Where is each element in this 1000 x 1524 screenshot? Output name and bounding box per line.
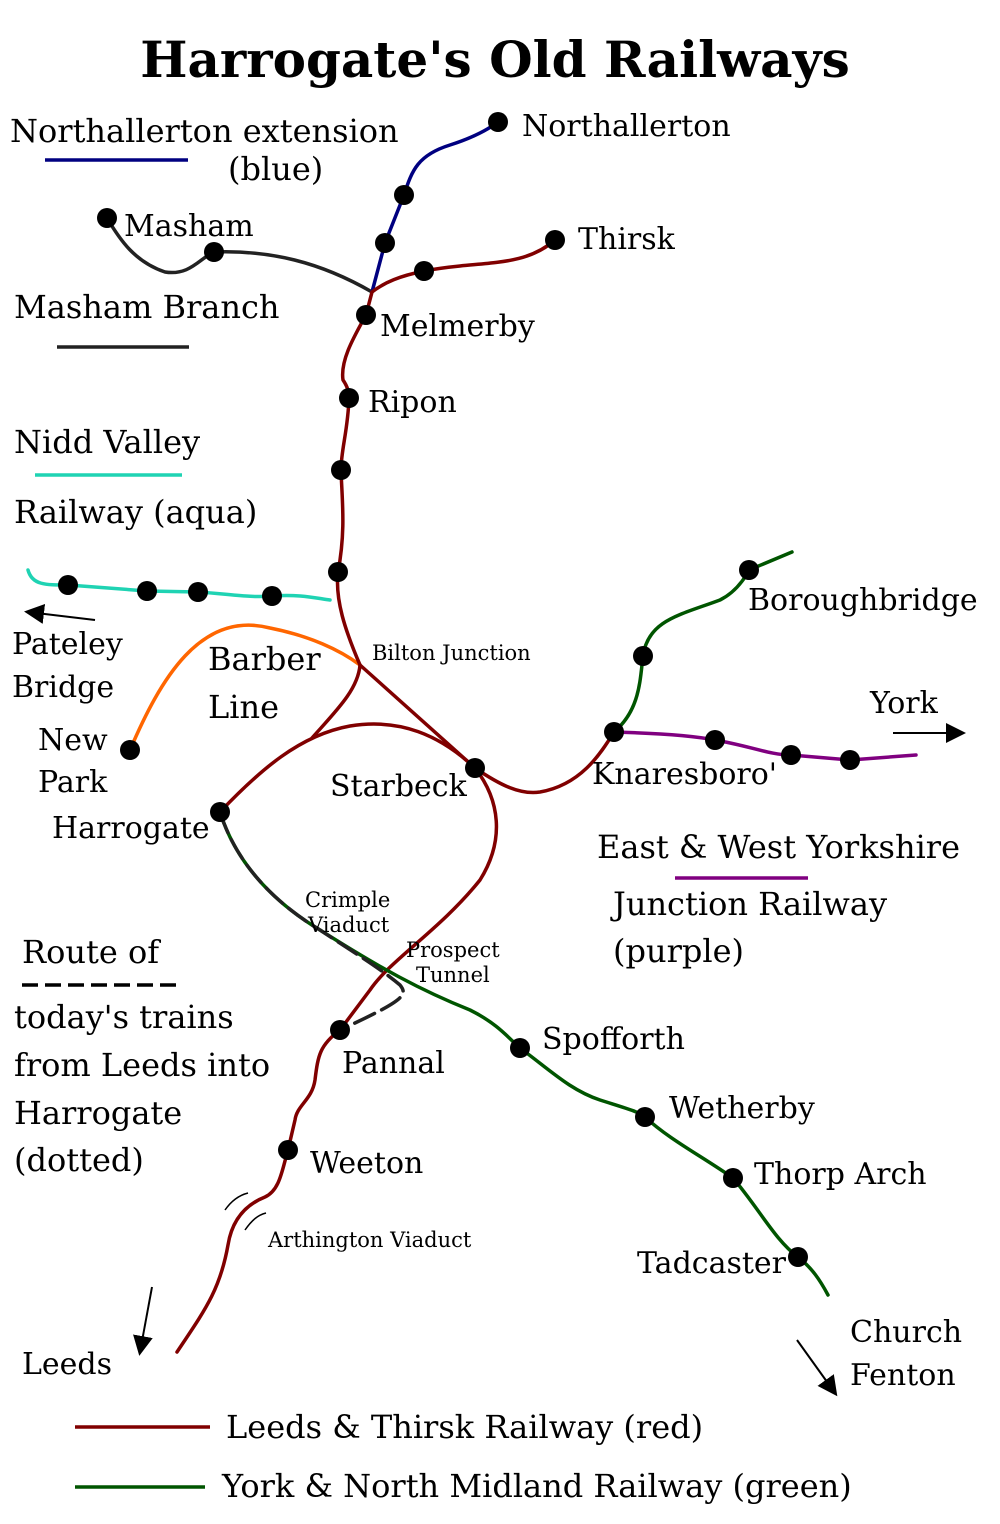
leeds-thirsk-main-line [175, 238, 557, 1354]
station-masham[interactable] [97, 208, 117, 228]
label-northallerton: Northallerton [522, 109, 731, 144]
label-church-fenton-1: Church [850, 1315, 962, 1350]
label-knaresboro: Knaresboro' [592, 757, 777, 792]
station-dot[interactable] [414, 261, 434, 281]
label-prospect-2: Tunnel [416, 963, 490, 987]
station-ripon[interactable] [339, 388, 359, 408]
barber-line [128, 623, 362, 752]
label-thorp-arch: Thorp Arch [754, 1157, 927, 1192]
label-thirsk: Thirsk [578, 222, 676, 257]
label-new-park-1: New [38, 723, 108, 758]
station-thorp-arch[interactable] [723, 1168, 743, 1188]
station-dot[interactable] [262, 586, 282, 606]
legend-route-3: from Leeds into [14, 1046, 270, 1084]
legend-nidd-2: Railway (aqua) [14, 493, 257, 531]
leeds-arrow-icon [133, 1286, 153, 1356]
station-wetherby[interactable] [635, 1107, 655, 1127]
masham-branch-line [105, 216, 374, 294]
label-tadcaster: Tadcaster [637, 1246, 787, 1281]
arthington-viaduct-marks [224, 1192, 267, 1231]
label-melmerby: Melmerby [380, 309, 535, 344]
label-weeton: Weeton [310, 1146, 423, 1181]
station-dot[interactable] [633, 646, 653, 666]
station-new-park[interactable] [120, 740, 140, 760]
station-boroughbridge[interactable] [739, 560, 759, 580]
legend-ewy-3: (purple) [613, 932, 744, 970]
label-crimple-1: Crimple [305, 888, 390, 912]
label-boroughbridge: Boroughbridge [748, 583, 978, 618]
station-dot[interactable] [840, 750, 860, 770]
station-dot[interactable] [137, 581, 157, 601]
stations [58, 112, 860, 1267]
harrogate-bilton-curve [310, 663, 362, 740]
legend-ewy-1: East & West Yorkshire [597, 828, 960, 866]
legend-masham: Masham Branch [14, 288, 280, 326]
station-dot[interactable] [394, 185, 414, 205]
east-west-yorkshire-line [612, 730, 918, 762]
label-wetherby: Wetherby [669, 1091, 815, 1126]
label-pateley-2: Bridge [12, 670, 114, 705]
label-new-park-2: Park [38, 765, 108, 800]
legend-northallerton-color: (blue) [228, 150, 323, 188]
legend-leeds-thirsk: Leeds & Thirsk Railway (red) [226, 1408, 703, 1446]
label-pannal: Pannal [342, 1046, 445, 1081]
station-dot[interactable] [375, 233, 395, 253]
harrogate-loop-line [218, 722, 616, 814]
legend-route-5: (dotted) [14, 1141, 144, 1179]
label-crimple-2: Viaduct [307, 913, 390, 937]
station-starbeck[interactable] [465, 758, 485, 778]
station-thirsk[interactable] [545, 230, 565, 250]
station-dot[interactable] [328, 562, 348, 582]
label-barber-1: Barber [208, 640, 321, 678]
legend-northallerton: Northallerton extension [10, 112, 399, 150]
station-dot[interactable] [204, 242, 224, 262]
label-church-fenton-2: Fenton [850, 1358, 956, 1393]
station-melmerby[interactable] [356, 305, 376, 325]
station-tadcaster[interactable] [788, 1247, 808, 1267]
label-prospect-1: Prospect [406, 938, 500, 962]
station-northallerton[interactable] [488, 112, 508, 132]
legend-york-north-midland: York & North Midland Railway (green) [221, 1467, 852, 1505]
church-fenton-arrow-icon [796, 1339, 838, 1397]
legend-route-4: Harrogate [14, 1094, 182, 1132]
label-arthington-viaduct: Arthington Viaduct [267, 1228, 472, 1252]
label-spofforth: Spofforth [542, 1022, 685, 1057]
todays-route-dashed [218, 810, 405, 1032]
station-harrogate[interactable] [210, 802, 230, 822]
label-pateley-1: Pateley [12, 627, 123, 662]
label-harrogate: Harrogate [52, 811, 210, 846]
station-dot[interactable] [781, 745, 801, 765]
nidd-valley-line [26, 568, 332, 602]
label-bilton-junction: Bilton Junction [372, 641, 531, 665]
map-title: Harrogate's Old Railways [140, 30, 849, 89]
station-weeton[interactable] [278, 1140, 298, 1160]
label-leeds: Leeds [22, 1347, 112, 1382]
legend-route-2: today's trains [14, 998, 234, 1036]
station-dot[interactable] [331, 460, 351, 480]
station-dot[interactable] [705, 730, 725, 750]
label-ripon: Ripon [368, 385, 457, 420]
station-pannal[interactable] [330, 1020, 350, 1040]
legend-nidd-1: Nidd Valley [14, 423, 200, 461]
label-barber-2: Line [208, 688, 279, 726]
station-dot[interactable] [188, 582, 208, 602]
station-dot[interactable] [58, 575, 78, 595]
station-knaresboro[interactable] [604, 722, 624, 742]
label-starbeck: Starbeck [330, 769, 468, 804]
station-spofforth[interactable] [510, 1038, 530, 1058]
pateley-arrow-icon [24, 603, 96, 624]
legend-ewy-2: Junction Railway [610, 885, 887, 923]
label-york: York [869, 686, 939, 721]
label-masham: Masham [124, 209, 254, 244]
legend-route-1: Route of [22, 933, 161, 971]
boroughbridge-branch-line [612, 550, 794, 734]
